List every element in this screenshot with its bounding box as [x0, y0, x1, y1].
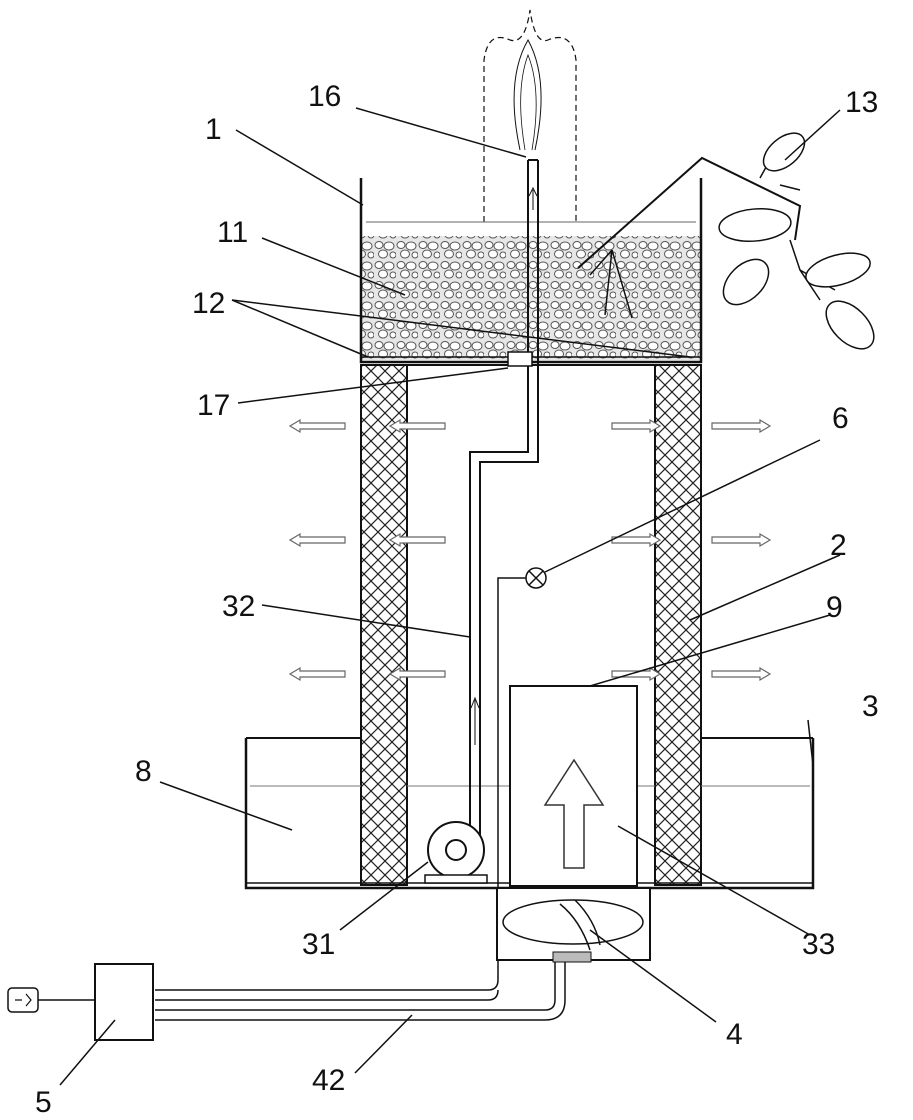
label-33: 33	[802, 928, 835, 961]
label-32: 32	[222, 590, 255, 623]
right-filter-wall	[655, 365, 701, 885]
power-plug-icon	[8, 988, 38, 1012]
label-17: 17	[197, 389, 230, 422]
sensor	[155, 568, 546, 990]
water-spray	[484, 10, 576, 222]
label-16: 16	[308, 80, 341, 113]
label-12: 12	[192, 287, 225, 320]
top-tray	[361, 178, 701, 362]
label-3: 3	[862, 690, 879, 723]
label-1: 1	[205, 113, 222, 146]
water-pump	[425, 822, 487, 883]
leaf	[802, 247, 874, 293]
label-5: 5	[35, 1086, 52, 1119]
label-8: 8	[135, 755, 152, 788]
label-31: 31	[302, 928, 335, 961]
label-11: 11	[217, 216, 248, 249]
seal-ring	[508, 352, 532, 366]
air-duct	[510, 686, 637, 886]
leaf	[718, 206, 793, 244]
leaf	[817, 292, 882, 357]
label-6: 6	[832, 402, 849, 435]
label-9: 9	[826, 591, 843, 624]
controller	[8, 962, 565, 1040]
label-4: 4	[726, 1018, 743, 1051]
leaf	[715, 251, 777, 313]
fan	[497, 888, 650, 962]
pebble-layer	[361, 236, 700, 360]
label-2: 2	[830, 529, 847, 562]
left-filter-wall	[361, 365, 407, 885]
label-13: 13	[845, 86, 878, 119]
label-42: 42	[312, 1064, 345, 1097]
